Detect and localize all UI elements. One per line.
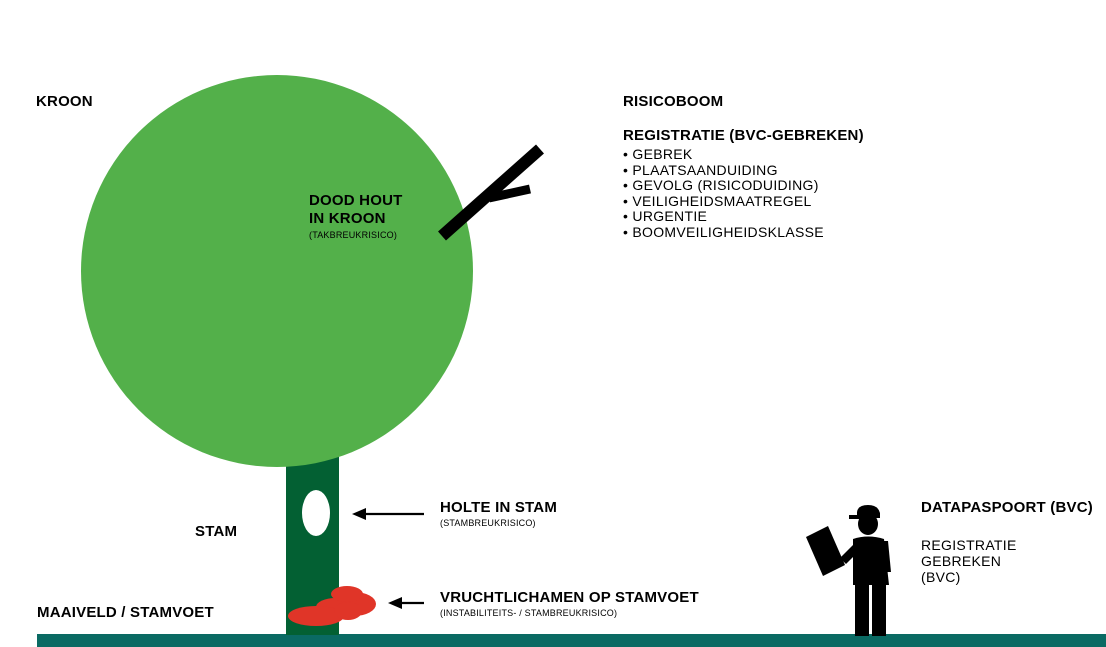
crown-label: KROON — [36, 93, 93, 110]
data-passport-line: REGISTRATIE — [921, 537, 1017, 553]
crown — [81, 75, 473, 467]
registration-title: REGISTRATIE (BVC-GEBREKEN) — [623, 127, 864, 144]
registration-list: GEBREK PLAATSAANDUIDING GEVOLG (RISICODU… — [623, 146, 824, 241]
trunk-hollow-title: HOLTE IN STAM — [440, 499, 558, 516]
arrow-left-icon — [388, 597, 424, 609]
trunk-label: STAM — [195, 523, 238, 540]
fungus-title: VRUCHTLICHAMEN OP STAMVOET — [440, 589, 699, 606]
dead-wood-subtitle: (TAKBREUKRISICO) — [309, 230, 398, 240]
inspector-with-clipboard-icon — [806, 505, 891, 636]
fungus-fruiting-bodies — [288, 586, 376, 626]
trunk-hollow-subtitle: (STAMBREUKRISICO) — [440, 518, 536, 528]
list-item: GEBREK — [623, 146, 824, 163]
data-passport-title: DATAPASPOORT (BVC) — [921, 499, 1093, 516]
trunk-hollow — [302, 490, 330, 536]
arrow-left-icon — [352, 508, 424, 520]
ground-line — [37, 634, 1106, 647]
dead-wood-title-line2: IN KROON — [309, 210, 386, 227]
list-item: GEVOLG (RISICODUIDING) — [623, 177, 824, 194]
data-passport-line: (BVC) — [921, 569, 961, 585]
risk-tree-title: RISICOBOOM — [623, 93, 724, 110]
fungus-subtitle: (INSTABILITEITS- / STAMBREUKRISICO) — [440, 608, 618, 618]
dead-branch — [438, 144, 544, 241]
list-item: URGENTIE — [623, 208, 824, 225]
list-item: VEILIGHEIDSMAATREGEL — [623, 193, 824, 210]
list-item: PLAATSAANDUIDING — [623, 162, 824, 179]
dead-wood-title-line1: DOOD HOUT — [309, 192, 403, 209]
ground-level-label: MAAIVELD / STAMVOET — [37, 604, 214, 621]
data-passport-line: GEBREKEN — [921, 553, 1002, 569]
list-item: BOOMVEILIGHEIDSKLASSE — [623, 224, 824, 241]
